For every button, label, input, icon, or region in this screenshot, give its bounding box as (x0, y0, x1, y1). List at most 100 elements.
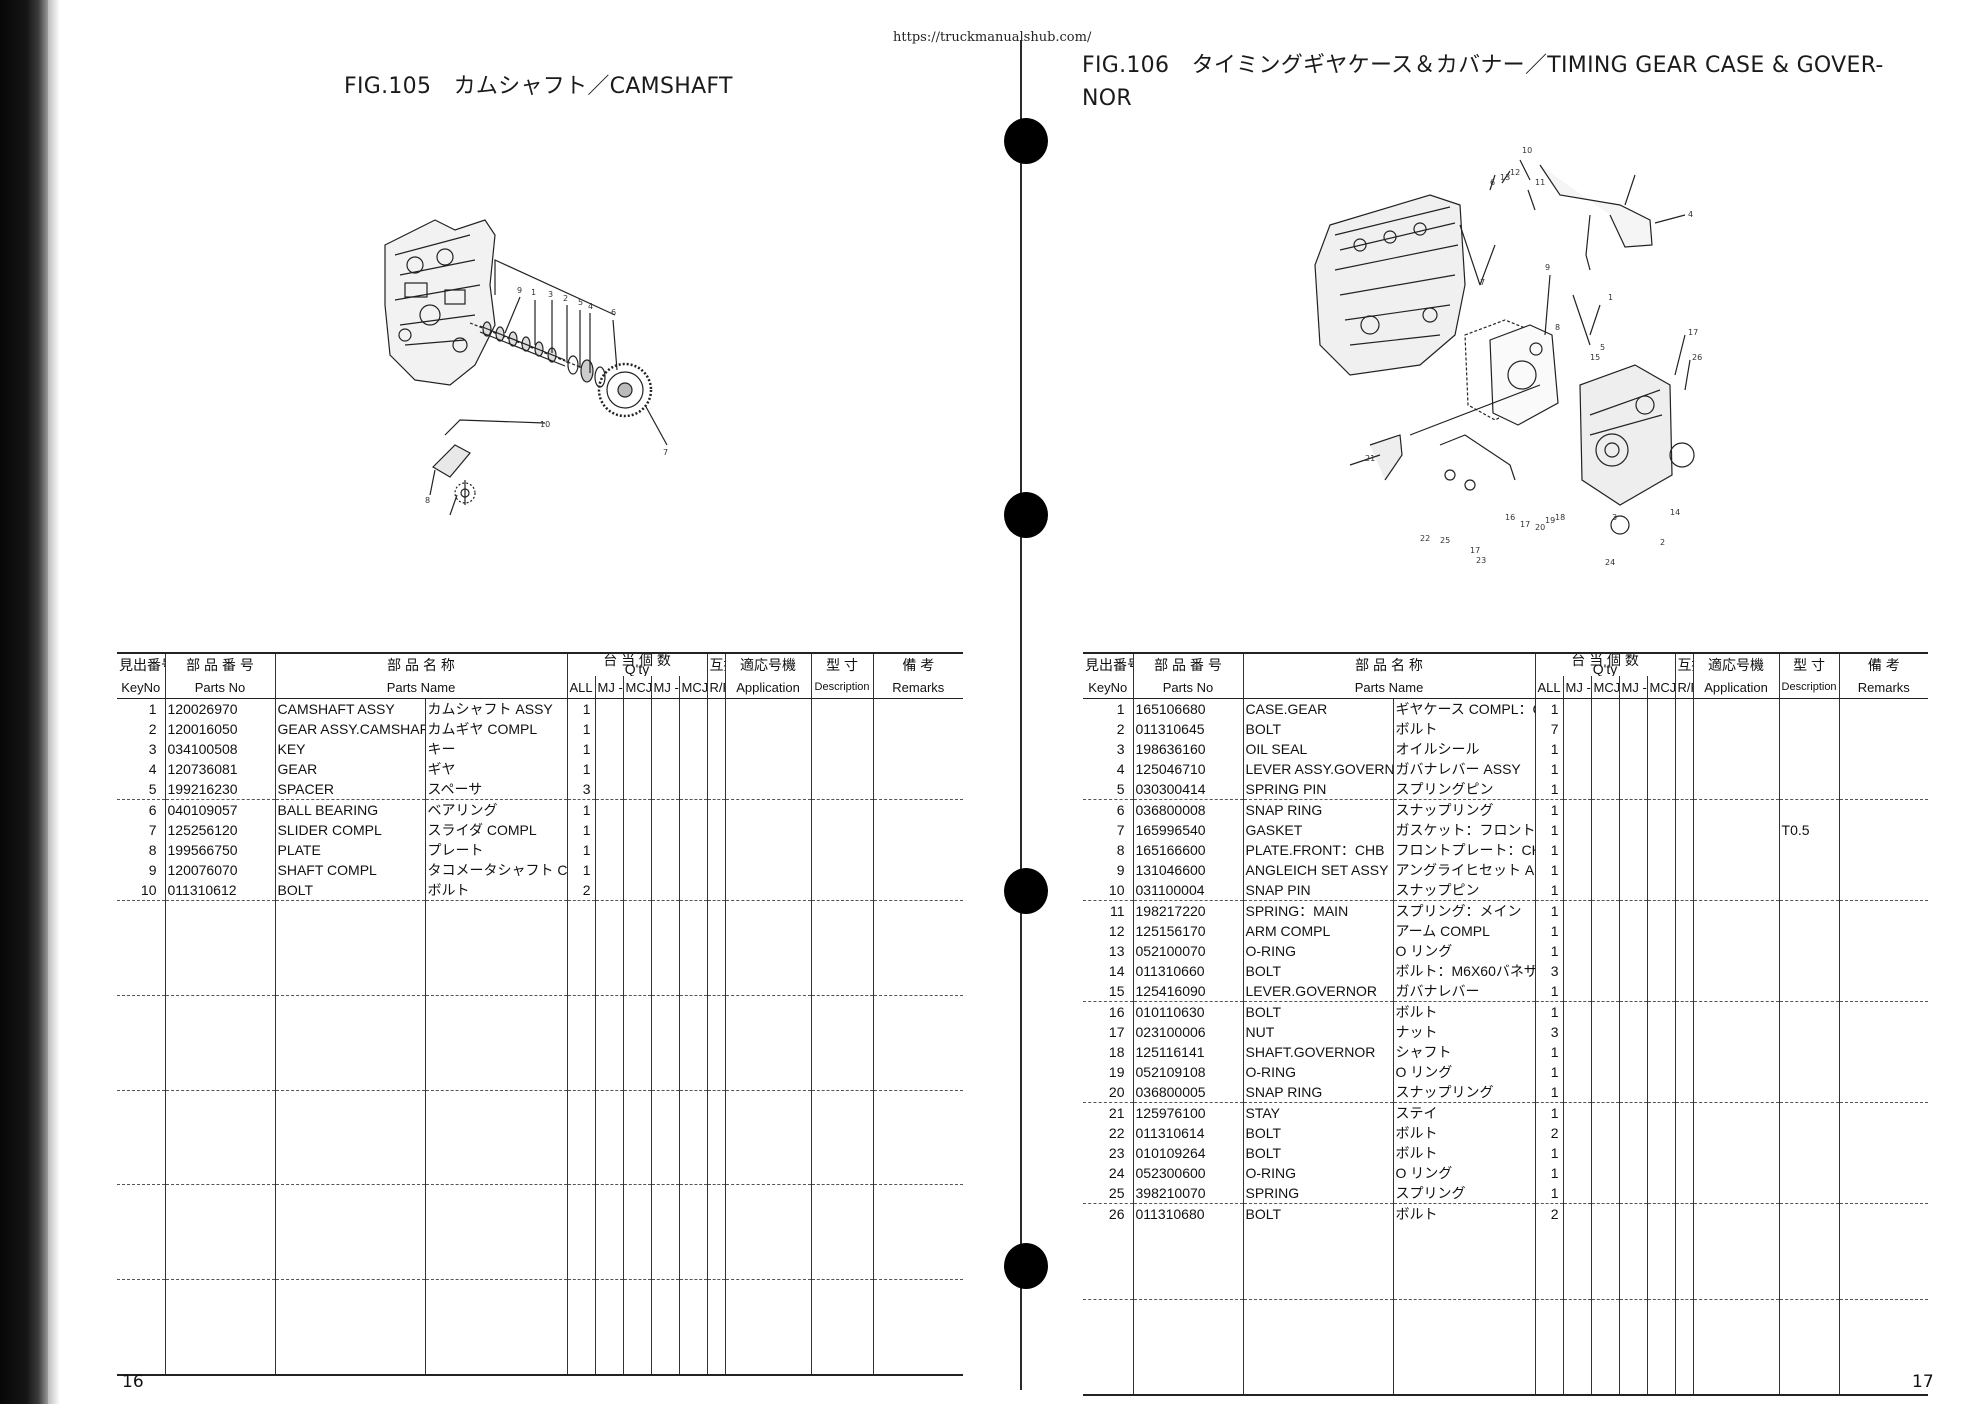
qty-all (1534, 1356, 1564, 1375)
part-number: 165166600 (1132, 840, 1243, 860)
part-name-jp (424, 938, 568, 958)
part-name-jp (424, 1033, 568, 1052)
description (1778, 1022, 1840, 1042)
qty-mcj-gsc (1646, 1299, 1676, 1319)
remarks (872, 1146, 964, 1166)
description (810, 1070, 874, 1091)
rp (706, 1260, 726, 1281)
qty-mj-gsb (594, 1241, 624, 1261)
qty-mcj-gsc (1646, 698, 1676, 719)
qty-mj-gsc (650, 1355, 680, 1376)
qty-mcj-gsb (622, 820, 652, 840)
binder-hole-3 (1004, 868, 1048, 914)
empty-row (117, 1033, 964, 1052)
key: 24 (1108, 1165, 1125, 1181)
remarks (1838, 739, 1929, 759)
qty-mcj-gsc (678, 799, 708, 820)
part-number: 398210070 (1132, 1183, 1243, 1204)
part-name-jp (424, 1260, 568, 1281)
part-number (1132, 1356, 1243, 1375)
part-name-en: LEVER.GOVERNOR (1242, 981, 1393, 1002)
svg-text:4: 4 (588, 302, 593, 311)
remarks (1838, 759, 1929, 779)
remarks (872, 779, 964, 800)
qty-mcj-gsc (1646, 1375, 1676, 1396)
qty-mj-gsb (1562, 1242, 1592, 1262)
rp (1674, 1261, 1694, 1281)
header-url[interactable]: https://truckmanualshub.com/ (893, 30, 1092, 45)
part-number (164, 1260, 275, 1281)
svg-text:22: 22 (1420, 534, 1430, 543)
svg-text:16: 16 (1505, 513, 1515, 522)
part-name-jp: O リング (1392, 1163, 1536, 1183)
application (1692, 1242, 1780, 1262)
col-rp-jp: 互換性 (1674, 652, 1694, 676)
part-name-jp (1392, 1261, 1536, 1281)
binding-edge (48, 0, 60, 1404)
qty-mcj-gsc (678, 1241, 708, 1261)
qty-mj-gsc (650, 698, 680, 719)
part-name-jp: スナップリング (1392, 799, 1536, 820)
qty-mj-gsc (1618, 1280, 1648, 1301)
application (1692, 1299, 1780, 1319)
qty-mj-gsc (1618, 860, 1648, 880)
qty-all: 1 (1534, 1082, 1564, 1103)
col-q4: MCJ -GSC (678, 676, 708, 699)
remarks (872, 1260, 964, 1281)
rp (706, 759, 726, 779)
qty-mcj-gsc (1646, 921, 1676, 941)
description (810, 1355, 874, 1376)
qty-mj-gsb (594, 880, 624, 901)
part-name-jp: スナップピン (1392, 880, 1536, 901)
qty-mj-gsb (1562, 1299, 1592, 1319)
binder-hole-2 (1004, 492, 1048, 538)
svg-text:10: 10 (540, 420, 550, 429)
qty-mcj-gsb (622, 995, 652, 1015)
part-name-en (274, 1336, 425, 1355)
qty-mcj-gsb (1590, 1280, 1620, 1301)
col-partsname: Parts Name (1242, 676, 1536, 699)
qty-mcj-gsb (622, 1146, 652, 1166)
part-number (164, 1109, 275, 1128)
application (1692, 1280, 1780, 1301)
svg-text:3: 3 (548, 290, 553, 299)
part-name-jp (424, 1109, 568, 1128)
qty-mj-gsb (1562, 981, 1592, 1002)
part-name-en (274, 1241, 425, 1261)
qty-mj-gsb (1562, 820, 1592, 840)
part-name-jp (424, 1336, 568, 1355)
part-name-jp: ボルト (1392, 719, 1536, 739)
qty-mj-gsc (650, 880, 680, 901)
part-name-en (274, 919, 425, 939)
key (117, 1090, 165, 1109)
part-name-en: BOLT (1242, 719, 1393, 739)
qty-mj-gsc (1618, 1022, 1648, 1042)
application (724, 1128, 812, 1147)
key: 1 (1116, 701, 1125, 717)
qty-mj-gsb (594, 1222, 624, 1242)
part-name-jp (424, 1317, 568, 1337)
description (1778, 1143, 1840, 1163)
key: 2 (148, 721, 157, 737)
description (1778, 1042, 1840, 1062)
application (724, 1052, 812, 1071)
remarks (872, 995, 964, 1015)
qty-mj-gsc (650, 1033, 680, 1052)
qty-mcj-gsb (1590, 1337, 1620, 1357)
page-number-left: 16 (122, 1372, 144, 1392)
part-number: 031100004 (1132, 880, 1243, 901)
part-number (1132, 1337, 1243, 1357)
qty-mj-gsc (1618, 1203, 1648, 1224)
key (117, 1299, 165, 1318)
qty-mj-gsb (1562, 880, 1592, 901)
key: 17 (1108, 1024, 1125, 1040)
qty-mj-gsb (1562, 1356, 1592, 1375)
application (724, 1165, 812, 1186)
application (724, 1241, 812, 1261)
application (1692, 1123, 1780, 1143)
description (1778, 759, 1840, 779)
part-number: 034100508 (164, 739, 275, 759)
